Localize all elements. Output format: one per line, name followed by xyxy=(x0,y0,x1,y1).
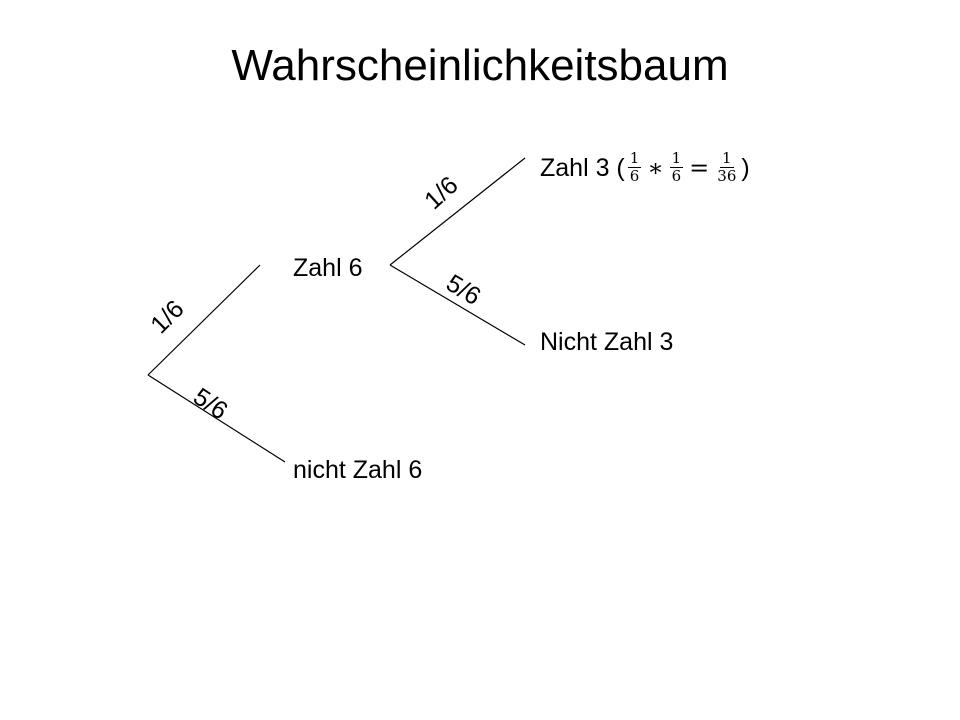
fraction-2: 1 6 xyxy=(669,149,684,185)
page-title: Wahrscheinlichkeitsbaum xyxy=(231,41,729,90)
fraction-2-numerator: 1 xyxy=(669,149,684,168)
node-nicht-zahl6: nicht Zahl 6 xyxy=(293,456,423,484)
times-operator: ∗ xyxy=(647,153,664,182)
fraction-3: 1 36 xyxy=(715,150,738,185)
node-nicht-zahl3: Nicht Zahl 3 xyxy=(540,328,674,356)
fraction-1: 1 6 xyxy=(627,149,642,185)
node-zahl3-label: Zahl 3 ( xyxy=(540,153,625,182)
close-paren: ) xyxy=(741,153,750,182)
node-zahl3: Zahl 3 ( 1 6 ∗ 1 6 = 1 36 ) xyxy=(540,150,750,185)
fraction-2-denominator: 6 xyxy=(671,167,682,185)
fraction-1-numerator: 1 xyxy=(627,149,642,168)
node-zahl6: Zahl 6 xyxy=(293,254,363,282)
edge-zahl6-to-zahl3 xyxy=(389,157,526,266)
edge-zahl6-to-nicht-zahl3 xyxy=(389,264,526,346)
fraction-3-numerator: 1 xyxy=(720,149,734,168)
edge-root-to-nicht-zahl6 xyxy=(147,374,286,463)
fraction-3-denominator: 36 xyxy=(717,167,737,185)
edge-root-to-zahl6 xyxy=(147,264,261,376)
fraction-1-denominator: 6 xyxy=(629,167,640,185)
equals-operator: = xyxy=(689,153,710,182)
